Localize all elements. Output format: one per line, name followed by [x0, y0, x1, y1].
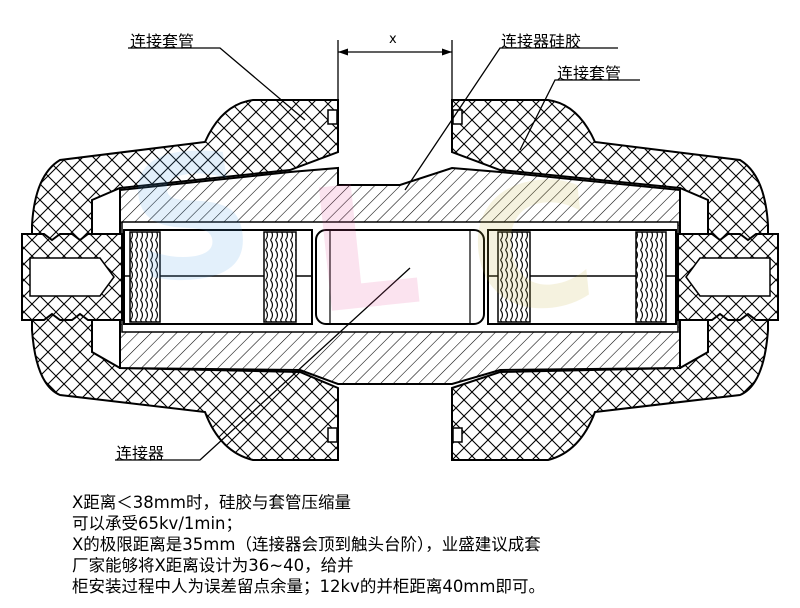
left-slot-bottom	[327, 427, 338, 443]
right-slot-bottom	[452, 427, 463, 443]
left-spring-outer	[129, 231, 161, 323]
leader-connector	[115, 267, 411, 461]
left-sleeve-body	[31, 99, 339, 461]
left-terminal-bore	[29, 257, 115, 297]
right-spring-inner	[497, 231, 531, 323]
connector-cross-section-diagram	[21, 40, 779, 461]
note-line-2: 可以承受65kv/1min；	[72, 514, 242, 533]
label-sleeve-right: 连接套管	[557, 64, 622, 83]
note-line-3: X的极限距离是35mm（连接器会顶到触头台阶），业盛建议成套	[72, 535, 541, 554]
label-connector: 连接器	[116, 444, 165, 463]
explanatory-note: X距离＜38mm时，硅胶与套管压缩量 可以承受65kv/1min； X的极限距离…	[72, 492, 792, 597]
leader-silicone	[404, 47, 618, 191]
label-sleeve-left: 连接套管	[130, 32, 195, 51]
left-spring-inner	[263, 231, 297, 323]
right-terminal-bore	[685, 257, 771, 297]
right-slot-top	[452, 109, 463, 125]
label-silicone: 连接器硅胶	[501, 32, 582, 51]
right-spring-outer	[635, 231, 667, 323]
left-slot-top	[327, 109, 338, 125]
right-sleeve-body	[451, 99, 769, 461]
leader-sleeve-left	[128, 47, 306, 121]
note-line-1: X距离＜38mm时，硅胶与套管压缩量	[72, 493, 351, 512]
note-line-4: 厂家能够将X距离设计为36~40，给并	[72, 556, 354, 575]
leader-sleeve-right	[519, 79, 640, 151]
dimension-x-label: x	[389, 32, 397, 47]
note-line-5: 柜安装过程中人为误差留点余量；12kv的并柜距离40mm即可。	[72, 577, 545, 596]
